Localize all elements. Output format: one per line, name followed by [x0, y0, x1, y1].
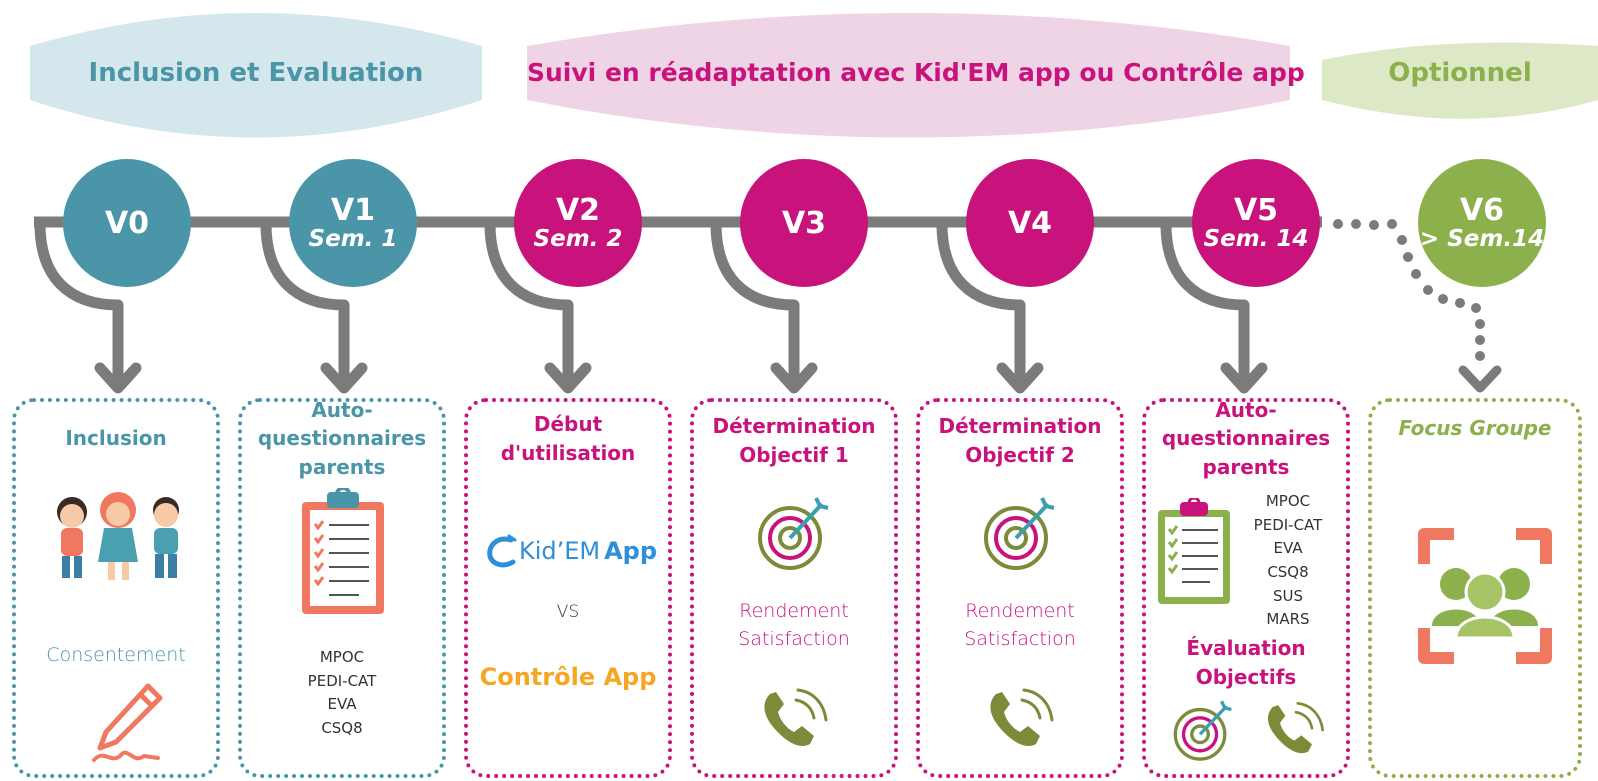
clipboard-checklist-icon: [302, 488, 384, 614]
pen-signature-icon: [92, 683, 163, 762]
phone-ringing-icon: [1267, 702, 1324, 754]
card-title-line: questionnaires: [1161, 426, 1331, 451]
card-title: Détermination Objectif 2: [920, 412, 1120, 470]
questionnaire-item: PEDI-CAT: [1253, 515, 1323, 534]
card-title-line: Objectif 1: [739, 443, 849, 467]
vs-label: VS: [556, 602, 580, 622]
banner-optionnel: Optionnel: [1388, 58, 1532, 88]
questionnaire-item: CSQ8: [1267, 563, 1309, 582]
visit-v4: V4: [966, 159, 1094, 287]
banner-suivi: Suivi en réadaptation avec Kid'EM app ou…: [527, 58, 1305, 87]
card-title-line: Auto-: [1215, 398, 1277, 422]
questionnaire-item: MARS: [1266, 610, 1310, 629]
arrow-head-v6: [1458, 365, 1502, 393]
questionnaire-item: EVA: [1273, 539, 1303, 558]
visit-v1: V1 Sem. 1: [289, 159, 417, 287]
visit-label: V3: [781, 205, 827, 241]
visit-label: V1: [330, 192, 376, 228]
evaluation-line: Évaluation: [1186, 636, 1306, 660]
visit-v2: V2 Sem. 2: [514, 159, 642, 287]
measure-line: Satisfaction: [738, 627, 850, 650]
card-title: Auto- questionnaires parents: [1146, 396, 1346, 481]
visit-week: Sem. 1: [308, 225, 398, 252]
visit-v3: V3: [740, 159, 868, 287]
card-title-line: questionnaires: [257, 426, 427, 451]
card-objectif-1: Détermination Objectif 1 Rendement Satis…: [690, 398, 898, 778]
target-arrow-icon: [984, 497, 1055, 570]
visit-label: V4: [1007, 205, 1053, 241]
focus-group-icon: [1418, 528, 1552, 664]
visit-label: V5: [1233, 192, 1279, 228]
kidem-app: App: [604, 537, 658, 565]
rendement-satisfaction: Rendement Satisfaction: [694, 598, 894, 653]
card-title-line: parents: [1202, 454, 1290, 479]
card-title: Auto- questionnaires parents: [242, 396, 442, 481]
visit-week: Sem. 2: [533, 225, 623, 252]
target-arrow-icon: [1173, 700, 1232, 761]
evaluation-line: Objectifs: [1195, 665, 1297, 689]
card-title-line: Auto-: [311, 398, 373, 422]
questionnaire-item: MPOC: [1265, 492, 1311, 510]
visit-v0: V0: [63, 159, 191, 287]
card-auto-questionnaires-v1: Auto- questionnaires parents MPOC PEDI-C…: [238, 398, 446, 778]
visit-v6: V6 > Sem.14: [1418, 159, 1546, 287]
card-inclusion: Inclusion Consentement: [12, 398, 220, 778]
card-title-line: Objectif 2: [965, 443, 1075, 467]
consent-label: Consentement: [46, 644, 186, 666]
questionnaire-item: CSQ8: [321, 719, 363, 738]
visit-label: V6: [1459, 192, 1505, 228]
children-icon: [57, 492, 179, 580]
questionnaire-list: MPOC PEDI-CAT EVA CSQ8 SUS MARS: [1238, 490, 1338, 632]
card-title-line: Début: [533, 412, 603, 436]
questionnaire-item: SUS: [1272, 586, 1304, 605]
measure-line: Satisfaction: [964, 627, 1076, 650]
card-title-line: parents: [298, 454, 386, 479]
kidem-name: Kid’EM: [518, 537, 601, 565]
banner-inclusion: Inclusion et Evaluation: [88, 58, 424, 88]
card-title: Focus Groupe: [1398, 416, 1552, 440]
visit-label: V0: [104, 205, 150, 241]
card-focus-groupe: Focus Groupe: [1368, 398, 1582, 778]
phone-ringing-icon: [764, 688, 828, 747]
card-auto-questionnaires-v5: Auto- questionnaires parents MPOC PEDI-C…: [1142, 398, 1350, 778]
questionnaire-item: MPOC: [319, 648, 365, 666]
visit-week: Sem. 14: [1203, 225, 1309, 252]
target-arrow-icon: [758, 497, 829, 570]
measure-line: Rendement: [965, 600, 1075, 622]
card-title-line: Détermination: [712, 414, 876, 438]
questionnaire-item: EVA: [327, 695, 357, 714]
card-title: Détermination Objectif 1: [694, 412, 894, 470]
banner-inclusion-shape: [30, 13, 482, 138]
questionnaire-item: PEDI-CAT: [307, 671, 377, 690]
visit-label: V2: [555, 192, 601, 228]
rendement-satisfaction: Rendement Satisfaction: [920, 598, 1120, 653]
kidem-logo-icon: [487, 534, 517, 568]
evaluation-objectifs: Évaluation Objectifs: [1146, 634, 1346, 692]
phone-ringing-icon: [990, 688, 1054, 747]
down-arrows: [34, 218, 1268, 394]
banner-optionnel-shape: [1322, 42, 1598, 119]
dotted-connector: [1333, 219, 1485, 361]
card-title-line: d'utilisation: [500, 441, 636, 465]
questionnaire-list: MPOC PEDI-CAT EVA CSQ8: [242, 646, 442, 741]
card-title-line: Détermination: [938, 414, 1102, 438]
visit-week: > Sem.14: [1419, 225, 1545, 252]
controle-app-label: Contrôle App: [479, 663, 657, 691]
card-title: Inclusion: [65, 426, 167, 450]
visit-v5: V5 Sem. 14: [1192, 159, 1320, 287]
card-title: Début d'utilisation: [468, 410, 668, 468]
card-objectif-2: Détermination Objectif 2 Rendement Satis…: [916, 398, 1124, 778]
clipboard-checklist-icon: [1158, 498, 1230, 604]
banner-suivi-shape: [527, 13, 1290, 138]
measure-line: Rendement: [739, 600, 849, 622]
